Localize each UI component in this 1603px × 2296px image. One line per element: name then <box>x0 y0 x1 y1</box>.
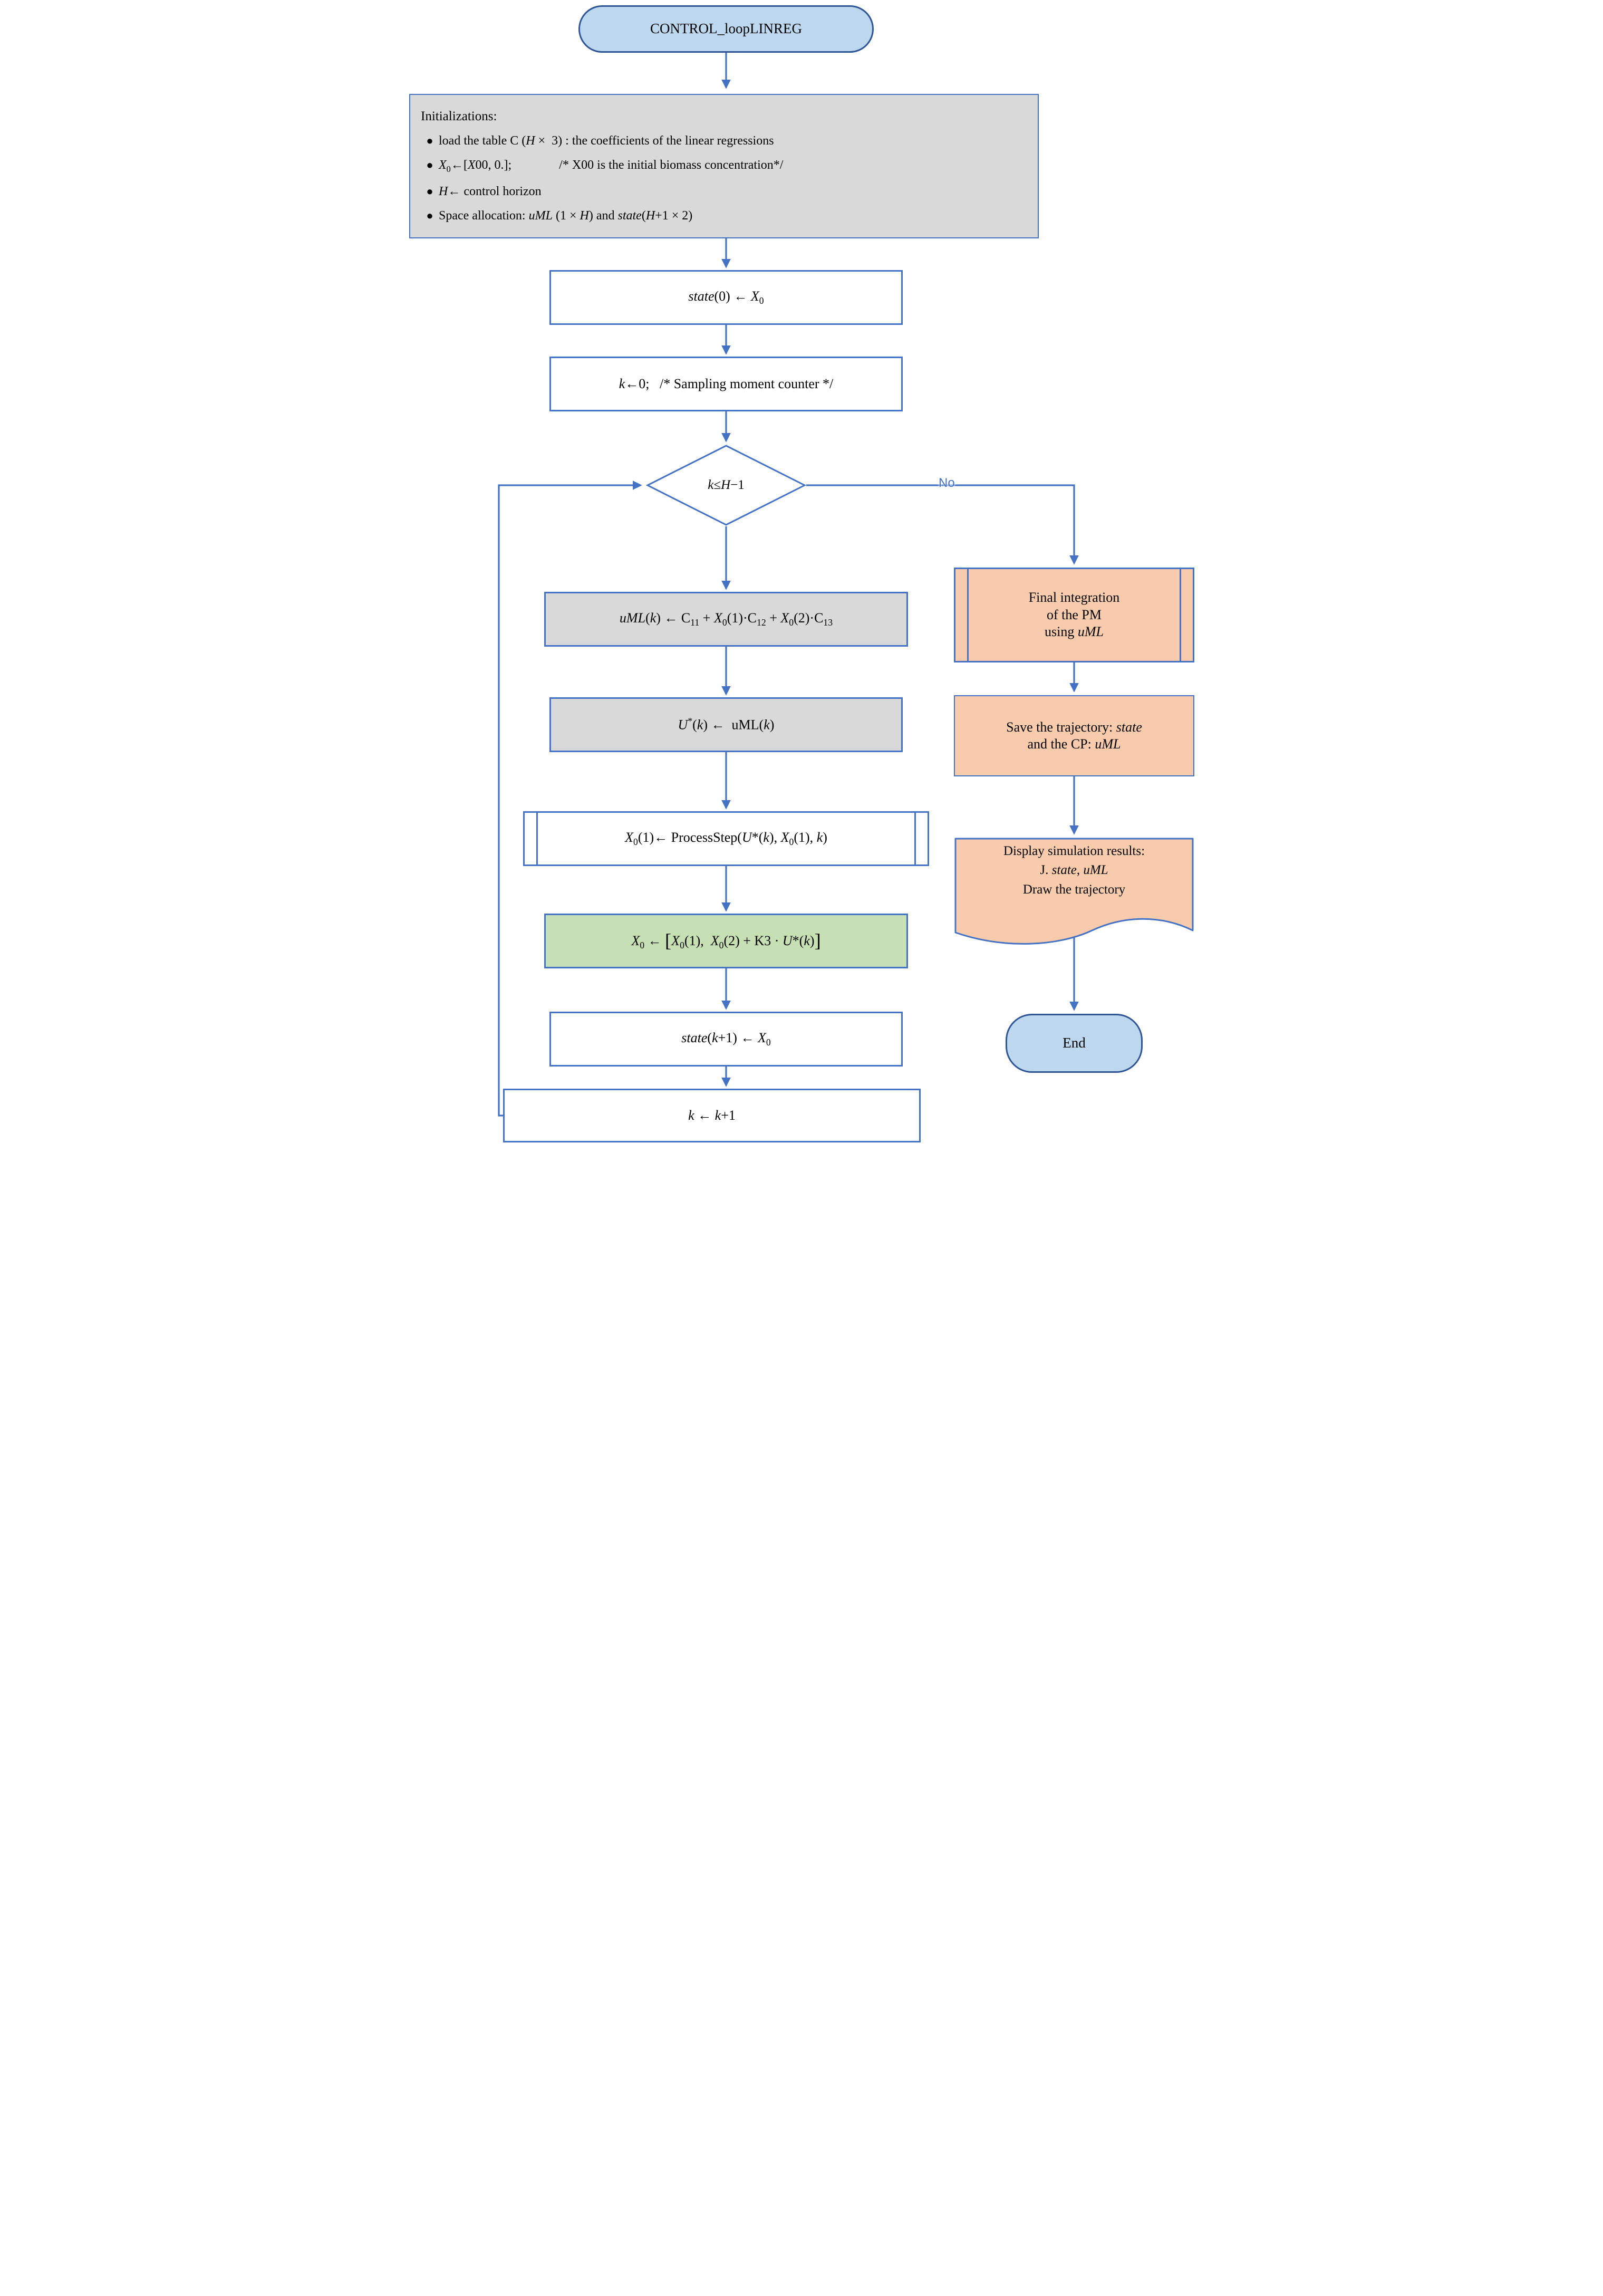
subroutine-bar-right <box>914 813 916 864</box>
init-bullet-text: H← control horizon <box>439 184 542 198</box>
k0-formula: k←0; /* Sampling moment counter */ <box>619 376 834 391</box>
no-branch-connector <box>806 484 1079 565</box>
start-label: CONTROL_loopLINREG <box>650 21 802 37</box>
no-branch-label: No <box>939 476 955 490</box>
state0-formula: state(0) ← X0 <box>688 289 764 306</box>
bullet-dot-icon: ● <box>426 134 433 148</box>
save-trajectory-line: Save the trajectory: state <box>1006 719 1142 735</box>
end-terminator: End <box>1006 1014 1143 1073</box>
init-bullet-horizon: ● H← control horizon <box>421 185 1027 199</box>
ustar-formula: U*(k) ← uML(k) <box>678 716 775 733</box>
bullet-dot-icon: ● <box>426 208 433 222</box>
final-integration-line: of the PM <box>1047 607 1102 622</box>
init-bullet-x0: ● X0←[X00, 0.]; /* X00 is the initial bi… <box>421 158 1027 175</box>
decision-diamond <box>646 445 806 526</box>
display-results-line: Draw the trajectory <box>1022 882 1126 897</box>
final-integration-line: using uML <box>1045 624 1104 640</box>
initializations-title: Initializations: <box>421 109 497 124</box>
init-bullet-space-allocation: ● Space allocation: uML (1 × H) and stat… <box>421 209 1027 223</box>
uml-formula: uML(k) ← C11 + X0(1)·C12 + X0(2)·C13 <box>619 610 833 628</box>
x0-assign-formula: X0 ← [X0(1), X0(2) + K3 · U*(k)] <box>631 930 821 952</box>
final-integration-box: Final integration of the PM using uML <box>954 568 1194 662</box>
init-bullet-load-table: ● load the table C (H × 3) : the coeffic… <box>421 134 1027 148</box>
statek1-process-box: state(k+1) ← X0 <box>549 1012 903 1067</box>
display-results-text: Display simulation results: J. state, uM… <box>954 842 1194 921</box>
k-increment-box: k ← k+1 <box>503 1089 921 1142</box>
bullet-dot-icon: ● <box>426 158 433 172</box>
init-bullet-text: load the table C (H × 3) : the coefficie… <box>439 134 774 148</box>
init-bullet-text: Space allocation: uML (1 × H) and state(… <box>439 208 693 223</box>
loop-back-connector <box>498 481 642 1117</box>
uml-regression-box: uML(k) ← C11 + X0(1)·C12 + X0(2)·C13 <box>544 592 908 647</box>
decision-condition: k≤H−1 <box>646 444 806 526</box>
connector-layer <box>498 53 1079 1117</box>
start-terminator: CONTROL_loopLINREG <box>578 5 874 53</box>
final-integration-line: Final integration <box>1028 590 1120 606</box>
subroutine-bar-left <box>967 569 969 661</box>
initializations-box: Initializations: ● load the table C (H ×… <box>409 94 1039 238</box>
flowchart-canvas: CONTROL_loopLINREG Initializations: ● lo… <box>401 0 1202 1148</box>
display-results-line: Display simulation results: <box>1003 844 1145 858</box>
save-trajectory-box: Save the trajectory: state and the CP: u… <box>954 695 1194 776</box>
end-label: End <box>1063 1035 1086 1051</box>
display-results-line: J. state, uML <box>1040 863 1108 878</box>
statek1-formula: state(k+1) ← X0 <box>681 1030 771 1048</box>
state0-process-box: state(0) ← X0 <box>549 270 903 325</box>
processstep-formula: X0(1)← ProcessStep(U*(k), X0(1), k) <box>625 830 827 848</box>
display-results-shape <box>954 838 1194 945</box>
subroutine-bar-left <box>536 813 538 864</box>
x0-assign-box: X0 ← [X0(1), X0(2) + K3 · U*(k)] <box>544 914 908 968</box>
bullet-dot-icon: ● <box>426 184 433 198</box>
k-increment-formula: k ← k+1 <box>688 1107 736 1123</box>
decision-condition-text: k≤H−1 <box>708 477 745 492</box>
init-bullet-text: X0←[X00, 0.]; /* X00 is the initial biom… <box>439 158 784 174</box>
subroutine-bar-right <box>1180 569 1181 661</box>
processstep-subroutine-box: X0(1)← ProcessStep(U*(k), X0(1), k) <box>523 811 929 866</box>
ustar-box: U*(k) ← uML(k) <box>549 697 903 752</box>
save-trajectory-line: and the CP: uML <box>1027 736 1121 752</box>
k0-process-box: k←0; /* Sampling moment counter */ <box>549 357 903 411</box>
